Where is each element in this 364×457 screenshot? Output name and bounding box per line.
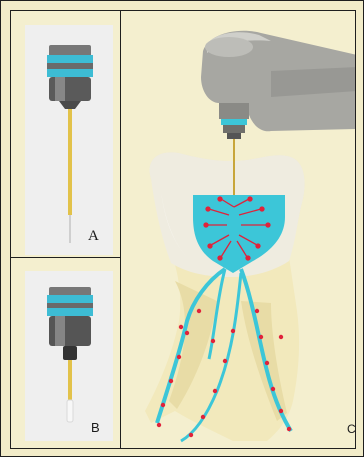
flow-arrow-head bbox=[204, 223, 208, 227]
flow-marker bbox=[231, 329, 235, 333]
flow-marker bbox=[211, 339, 215, 343]
flow-marker bbox=[161, 403, 165, 407]
flow-marker bbox=[179, 325, 183, 329]
file-b-ring-bottom bbox=[47, 308, 93, 316]
flow-arrow-head bbox=[206, 207, 210, 211]
file-a-highlight bbox=[55, 77, 65, 101]
flow-marker bbox=[177, 355, 181, 359]
flow-marker bbox=[201, 415, 205, 419]
panel-c bbox=[120, 10, 356, 449]
file-b-shaft bbox=[68, 360, 72, 400]
file-b-band bbox=[47, 303, 93, 308]
panel-c-label: C bbox=[347, 422, 356, 436]
file-instrument-b-illustration bbox=[25, 271, 113, 441]
flow-arrow-head bbox=[218, 197, 222, 201]
file-b-tip bbox=[67, 400, 73, 422]
flow-marker bbox=[189, 433, 193, 437]
flow-marker bbox=[197, 309, 201, 313]
file-a-band bbox=[47, 63, 93, 69]
panel-b-label: B bbox=[91, 420, 100, 435]
file-a-neck bbox=[59, 101, 81, 109]
flow-marker bbox=[223, 359, 227, 363]
flow-marker bbox=[157, 423, 161, 427]
flow-marker bbox=[169, 379, 173, 383]
flow-arrow-head bbox=[260, 207, 264, 211]
handpiece-chuck bbox=[219, 103, 249, 119]
flow-marker bbox=[279, 335, 283, 339]
panel-b bbox=[10, 258, 120, 449]
flow-marker bbox=[287, 427, 291, 431]
flow-marker bbox=[185, 331, 189, 335]
tooth-irrigation-diagram bbox=[121, 11, 356, 449]
panel-a-photo bbox=[25, 25, 113, 255]
flow-marker bbox=[213, 389, 217, 393]
file-b-highlight bbox=[55, 316, 65, 346]
file-b-neck bbox=[63, 346, 77, 360]
flow-marker bbox=[255, 309, 259, 313]
handpiece-ring bbox=[221, 119, 247, 125]
file-a-shaft bbox=[68, 109, 72, 215]
flow-marker bbox=[265, 361, 269, 365]
file-a-ring-bottom bbox=[47, 69, 93, 77]
handpiece-cap bbox=[205, 37, 253, 57]
file-instrument-a-illustration bbox=[25, 25, 113, 255]
handpiece-nozzle bbox=[227, 133, 241, 139]
flow-arrow-head bbox=[246, 256, 250, 260]
file-a-ring-top bbox=[47, 55, 93, 63]
flow-marker bbox=[279, 409, 283, 413]
flow-arrow-head bbox=[256, 244, 260, 248]
panel-a-label: A bbox=[88, 228, 99, 245]
flow-arrow-head bbox=[208, 244, 212, 248]
file-b-ring-top bbox=[47, 295, 93, 303]
flow-marker bbox=[259, 335, 263, 339]
panel-a bbox=[10, 10, 120, 258]
flow-arrow-head bbox=[218, 256, 222, 260]
flow-arrow-head bbox=[266, 223, 270, 227]
panel-b-photo bbox=[25, 271, 113, 441]
handpiece-illustration bbox=[201, 31, 356, 139]
flow-marker bbox=[271, 387, 275, 391]
handpiece-collar bbox=[223, 125, 245, 133]
flow-arrow-head bbox=[248, 197, 252, 201]
